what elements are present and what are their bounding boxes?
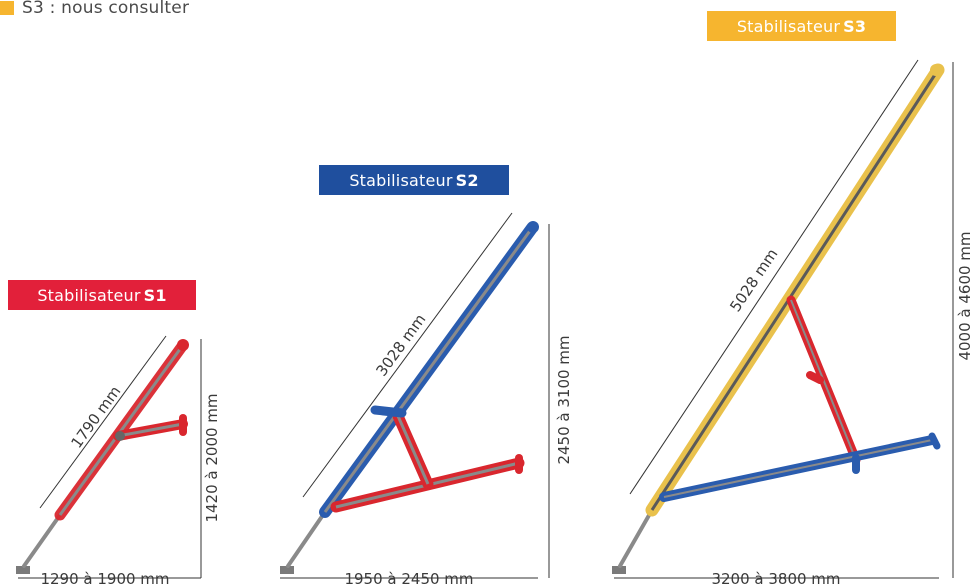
- length-dimension-line: [629, 59, 919, 495]
- head-fixing: [930, 64, 942, 76]
- badge-code: S3: [843, 16, 867, 36]
- base-plate: [280, 566, 294, 574]
- main-strut-core: [58, 344, 185, 516]
- brace-core: [117, 422, 184, 438]
- badge-prefix: Stabilisateur: [736, 16, 841, 36]
- adjustable-rod: [22, 513, 62, 568]
- vertical-brace-core: [396, 415, 430, 485]
- height-label: 2450 à 3100 mm: [555, 335, 573, 464]
- width-label: 1290 à 1900 mm: [40, 570, 169, 587]
- stabilizer-s2-illustration: 3028 mm 2450 à 3100 mm 1950 à 2450 mm: [280, 212, 573, 587]
- footnote: S3 : nous consulter: [0, 0, 189, 24]
- badge-stabilisateur-s1: Stabilisateur S1: [8, 280, 196, 310]
- stabilizer-s1-illustration: 1790 mm 1420 à 2000 mm 1290 à 1900 mm: [16, 335, 221, 587]
- head-fixing: [527, 221, 539, 233]
- badge-code: S2: [455, 170, 479, 190]
- main-strut-core: [323, 227, 534, 513]
- brace-end: [928, 432, 941, 450]
- width-label: 1950 à 2450 mm: [344, 570, 473, 587]
- length-label: 5028 mm: [726, 245, 781, 315]
- length-dimension-line: [39, 335, 167, 509]
- height-label: 4000 à 4600 mm: [956, 231, 974, 360]
- badge-prefix: Stabilisateur: [349, 170, 453, 190]
- square-bullet-icon: [0, 1, 14, 15]
- main-strut-core: [650, 69, 940, 511]
- stabilizer-s3-illustration: 5028 mm 4000 à 4600 mm 3200 à 3800 mm: [612, 59, 974, 587]
- badge-code: S1: [143, 285, 167, 305]
- height-label: 1420 à 2000 mm: [203, 393, 221, 522]
- base-plate: [16, 566, 30, 574]
- badge-stabilisateur-s2: Stabilisateur S2: [319, 165, 509, 195]
- badge-stabilisateur-s3: Stabilisateur S3: [707, 11, 896, 41]
- head-fixing: [177, 339, 189, 351]
- length-dimension-line: [302, 212, 513, 498]
- badge-prefix: Stabilisateur: [37, 285, 141, 305]
- adjustable-rod: [618, 508, 654, 568]
- brace-joint: [806, 371, 824, 384]
- clamp: [370, 405, 407, 418]
- lower-brace-core: [663, 439, 933, 498]
- length-label: 3028 mm: [372, 311, 429, 380]
- joint: [115, 431, 125, 441]
- adjustable-rod: [286, 510, 327, 568]
- base-plate: [612, 566, 626, 574]
- footnote-text: S3 : nous consulter: [22, 0, 190, 18]
- width-label: 3200 à 3800 mm: [711, 570, 840, 587]
